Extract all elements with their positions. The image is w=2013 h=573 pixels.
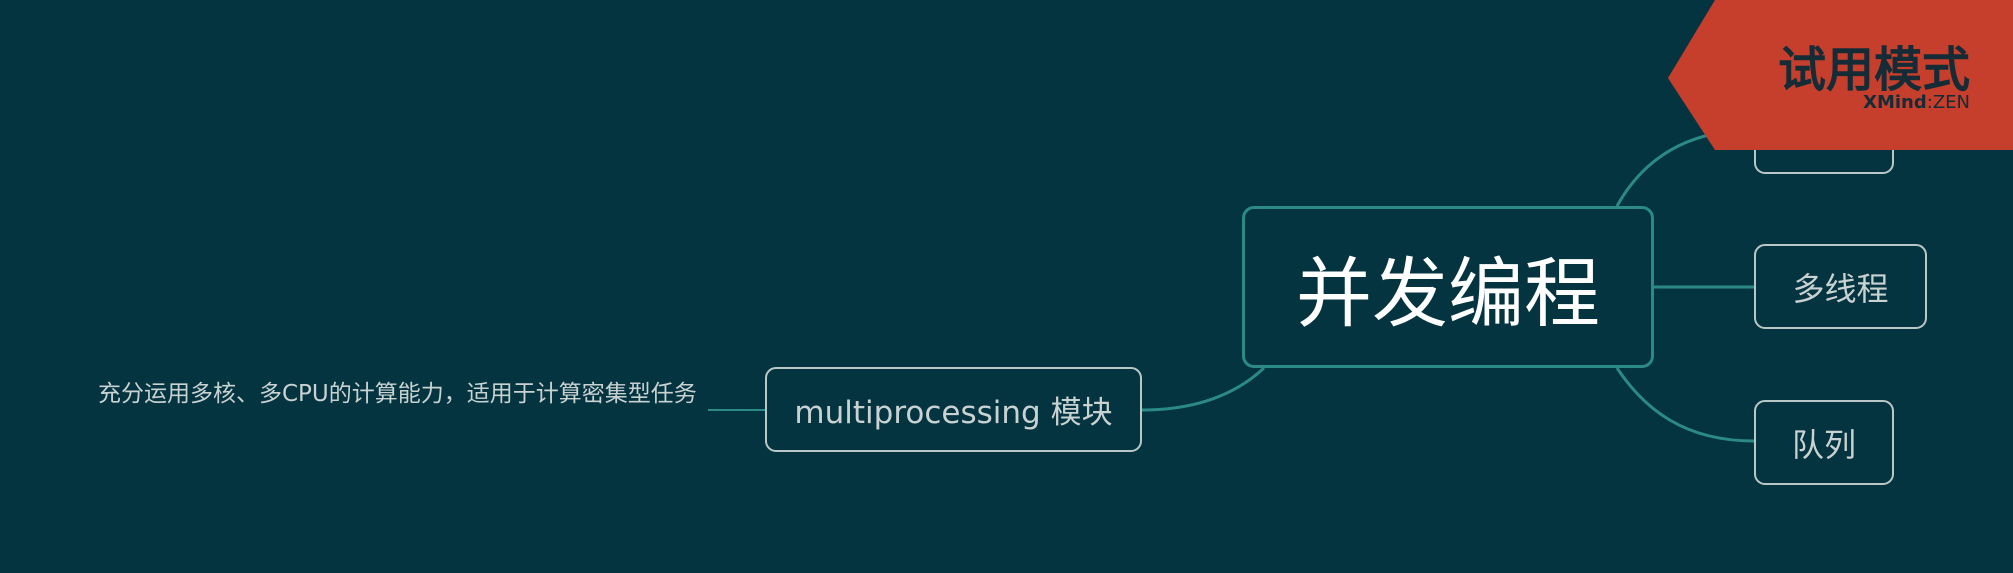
trial-badge[interactable]	[1660, 0, 2013, 150]
topic-multiprocessing-label: multiprocessing 模块	[794, 395, 1113, 431]
logo-separator: :	[1926, 92, 1933, 113]
topic-queue[interactable]: 队列	[1754, 400, 1894, 485]
trial-badge-background	[1668, 0, 2013, 150]
topic-multiprocessing[interactable]: multiprocessing 模块	[765, 367, 1142, 452]
multiprocessing-note[interactable]: 充分运用多核、多CPU的计算能力，适用于计算密集型任务	[98, 381, 697, 407]
connector-queue	[1615, 367, 1755, 443]
trial-badge-title: 试用模式	[1777, 42, 1970, 98]
central-topic[interactable]: 并发编程	[1242, 206, 1654, 368]
topic-queue-label: 队列	[1791, 425, 1856, 464]
xmind-wordmark: XMind	[1863, 92, 1927, 113]
topic-threads-label: 多线程	[1792, 269, 1889, 308]
xmind-zen-logo: XMind:ZEN	[1820, 92, 1970, 113]
topic-threads[interactable]: 多线程	[1754, 244, 1927, 329]
zen-wordmark: ZEN	[1932, 92, 1970, 113]
connector-multiprocessing	[1141, 366, 1266, 412]
central-topic-label: 并发编程	[1296, 249, 1600, 338]
